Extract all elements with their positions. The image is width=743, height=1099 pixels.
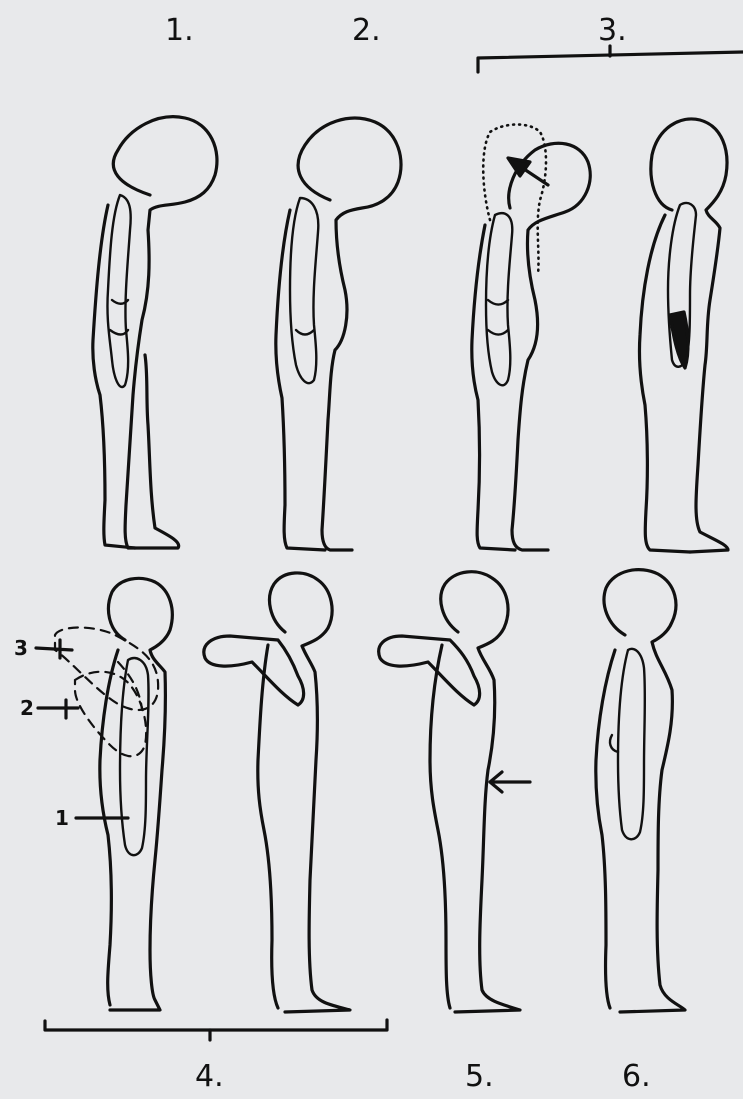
figure-3-head-lifting [472, 125, 590, 551]
step-label-5: 5. [465, 1062, 494, 1092]
figure-1-slumped [93, 117, 217, 548]
figure-6-upright [596, 570, 685, 1012]
bracket-step-4 [45, 1020, 387, 1030]
pointer-2 [38, 700, 78, 718]
arm-position-label-2: 2 [20, 698, 34, 718]
figure-4-arm-positions [55, 578, 172, 1010]
figure-2-slumped-belly [276, 118, 401, 550]
arrow-back-push [490, 772, 530, 792]
step-label-1: 1. [165, 16, 194, 46]
figure-4-arms-forward [204, 573, 350, 1012]
figure-5-arms-forward-arrow [379, 572, 530, 1012]
step-label-3: 3. [598, 16, 627, 46]
step-label-2: 2. [352, 16, 381, 46]
step-label-6: 6. [622, 1062, 651, 1092]
arm-position-label-3: 3 [14, 638, 28, 658]
figure-3-upright [639, 119, 728, 552]
step-label-4: 4. [195, 1062, 224, 1092]
arm-position-label-1: 1 [55, 808, 69, 828]
